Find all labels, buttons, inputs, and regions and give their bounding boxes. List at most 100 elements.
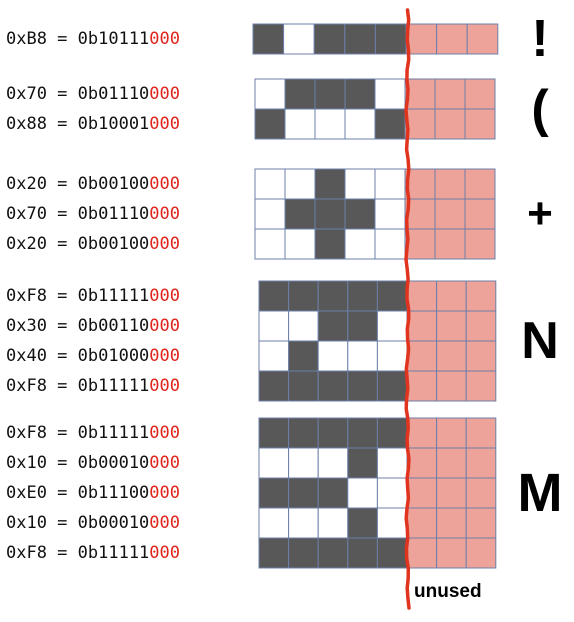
unused-pixel [405,23,438,55]
unused-pixel [406,370,438,402]
byte-row-label: 0x70 = 0b01110000 [6,84,180,104]
unused-zero-bits: 000 [149,29,181,49]
unused-zero-bits: 000 [149,234,181,254]
unused-pixel [404,78,436,110]
unused-pixel [436,537,467,569]
unused-pixel [465,417,497,449]
lit-pixel [288,340,319,372]
unused-zero-bits: 000 [149,543,181,563]
lit-pixel [347,447,378,479]
blank-pixel [374,228,406,260]
unused-zero-bits: 000 [149,174,181,194]
unused-pixel [406,507,438,539]
unused-zero-bits: 000 [149,84,181,104]
unused-pixel [465,280,497,312]
lit-pixel [288,417,319,449]
blank-pixel [258,340,290,372]
unused-pixel [464,228,496,260]
blank-pixel [258,310,290,342]
lit-pixel [317,417,349,449]
blank-pixel [376,340,408,372]
lit-pixel [252,23,285,55]
unused-pixel [436,310,467,342]
unused-pixel [406,477,438,509]
byte-row-label: 0x70 = 0b01110000 [6,204,180,224]
glyph-character-label: ( [531,80,549,138]
lit-pixel [288,537,319,569]
blank-pixel [317,340,349,372]
blank-pixel [376,310,408,342]
lit-pixel [314,228,346,260]
blank-pixel [376,477,408,509]
glyph-character-label: + [527,189,553,238]
lit-pixel [288,280,319,312]
lit-pixel [344,78,376,110]
byte-hex-and-bits: 0x70 = 0b01110 [6,204,150,224]
lit-pixel [347,507,378,539]
unused-pixel [406,537,438,569]
unused-pixel [434,108,466,140]
unused-zero-bits: 000 [149,286,181,306]
byte-hex-and-bits: 0x20 = 0b00100 [6,174,150,194]
blank-pixel [254,198,286,230]
lit-pixel [288,370,319,402]
blank-pixel [344,168,376,200]
glyph-character-label: N [521,312,559,370]
unused-pixel [436,477,467,509]
blank-pixel [376,507,408,539]
byte-row-label: 0xE0 = 0b11100000 [6,483,180,503]
unused-pixel [406,310,438,342]
byte-row-label: 0xB8 = 0b10111000 [6,29,180,49]
lit-pixel [258,477,290,509]
blank-pixel [344,228,376,260]
byte-row-label: 0xF8 = 0b11111000 [6,543,180,563]
lit-pixel [317,477,349,509]
unused-pixel [465,537,497,569]
lit-pixel [284,78,316,110]
unused-pixel [434,198,466,230]
lit-pixel [317,310,349,342]
lit-pixel [258,417,290,449]
unused-pixel [436,417,467,449]
byte-hex-and-bits: 0x88 = 0b10001 [6,114,150,134]
blank-pixel [254,168,286,200]
unused-pixel [464,78,496,110]
byte-row-label: 0x30 = 0b00110000 [6,316,180,336]
lit-pixel [347,537,378,569]
blank-pixel [258,447,290,479]
lit-pixel [376,417,408,449]
unused-pixel [404,228,436,260]
blank-pixel [374,198,406,230]
byte-hex-and-bits: 0xF8 = 0b11111 [6,286,150,306]
blank-pixel [376,447,408,479]
unused-pixel [465,477,497,509]
byte-row-label: 0x10 = 0b00010000 [6,513,180,533]
unused-pixel [436,280,467,312]
blank-pixel [283,23,315,55]
lit-pixel [376,370,408,402]
byte-hex-and-bits: 0x70 = 0b01110 [6,84,150,104]
unused-pixel [434,78,466,110]
byte-row-label: 0x20 = 0b00100000 [6,234,180,254]
glyph-character-label: ! [531,10,549,68]
unused-pixel [465,340,497,372]
unused-pixel [464,108,496,140]
unused-pixel [406,417,438,449]
unused-zero-bits: 000 [149,376,181,396]
lit-pixel [284,198,316,230]
unused-zero-bits: 000 [149,513,181,533]
unused-pixel [436,23,468,55]
lit-pixel [374,108,406,140]
byte-hex-and-bits: 0x40 = 0b01000 [6,346,150,366]
unused-pixel [434,228,466,260]
blank-pixel [284,168,316,200]
lit-pixel [314,198,346,230]
blank-pixel [288,507,319,539]
lit-pixel [258,280,290,312]
blank-pixel [314,108,346,140]
byte-row-label: 0xF8 = 0b11111000 [6,423,180,443]
unused-zero-bits: 000 [149,483,181,503]
unused-zero-bits: 000 [149,316,181,336]
unused-pixel [465,310,497,342]
blank-pixel [374,168,406,200]
